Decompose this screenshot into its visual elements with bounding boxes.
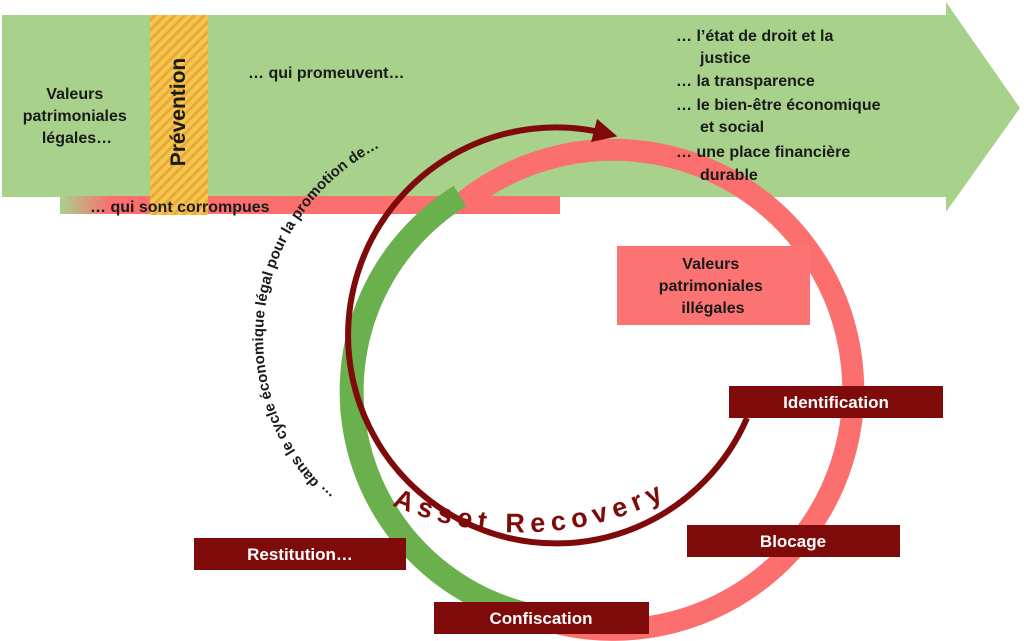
illegal-assets-box — [617, 246, 810, 325]
confiscation-box — [434, 602, 649, 634]
cycle-arrow — [345, 118, 750, 547]
illegal-assets-label: Valeurs patrimoniales illégales — [659, 256, 767, 317]
legal-economy-arrow — [2, 2, 1020, 212]
goals-list: … l’état de droit et la justice … la tra… — [676, 28, 885, 184]
legal-loop-band — [339, 185, 536, 628]
corrupt-label: … qui sont corrompues — [90, 199, 270, 216]
confiscation-label: Confiscation — [490, 609, 593, 628]
identification-box — [729, 386, 943, 418]
promote-label: … qui promeuvent… — [248, 65, 404, 82]
prevention-column — [150, 15, 208, 215]
blocage-label: Blocage — [760, 532, 826, 551]
prevention-label: Prévention — [167, 58, 190, 167]
illegal-loop-band — [452, 138, 865, 641]
blocage-box — [687, 525, 900, 557]
restitution-box — [194, 538, 406, 570]
legal-assets-label: Valeurs patrimoniales légales… — [23, 86, 131, 147]
restitution-label: Restitution… — [247, 545, 353, 564]
identification-label: Identification — [783, 393, 889, 412]
